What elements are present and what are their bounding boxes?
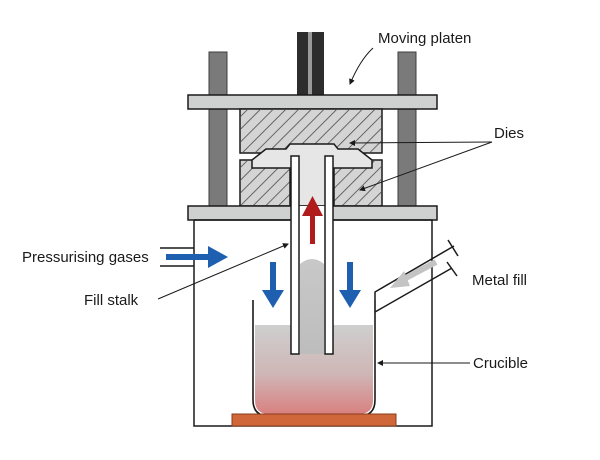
label-crucible: Crucible: [473, 355, 528, 372]
fill-stalk-leader: [157, 243, 289, 300]
metal-fill-inlet: [374, 245, 455, 313]
die-cavity: [251, 143, 373, 207]
metal-fill-arrow-shaft: [400, 259, 438, 283]
dies-leader-upper: [349, 139, 493, 146]
inlet-cap-bottom: [446, 261, 458, 277]
left-tie-column: [208, 51, 228, 210]
gas-arrow-shaft: [166, 254, 210, 260]
fill-stalk-left-wall: [290, 155, 300, 355]
label-metal-fill: Metal fill: [472, 272, 527, 289]
ram-highlight: [308, 32, 312, 96]
dies-leader-lower: [359, 141, 493, 192]
label-pressurising-gases: Pressurising gases: [22, 249, 149, 266]
inlet-cap-top: [447, 239, 459, 257]
right-tie-column: [397, 51, 417, 210]
moving-platen: [187, 94, 438, 110]
pressure-arrow-right-head: [339, 290, 361, 308]
moving-platen-leader: [349, 47, 374, 85]
label-moving-platen: Moving platen: [378, 30, 471, 47]
base-plate: [231, 413, 397, 427]
fill-stalk-melt: [300, 259, 324, 354]
pressure-arrow-left-head: [262, 290, 284, 308]
metal-flow-arrow-shaft: [310, 214, 315, 244]
label-dies: Dies: [494, 125, 524, 142]
metal-fill-arrow-head: [390, 271, 410, 288]
gas-arrow-head: [208, 246, 228, 268]
pressure-arrow-left-shaft: [270, 262, 276, 292]
label-fill-stalk: Fill stalk: [84, 292, 139, 309]
crucible-melt: [255, 325, 373, 414]
pressure-arrow-right-shaft: [347, 262, 353, 292]
fill-stalk-right-wall: [324, 155, 334, 355]
metal-flow-arrow-head: [302, 196, 323, 216]
